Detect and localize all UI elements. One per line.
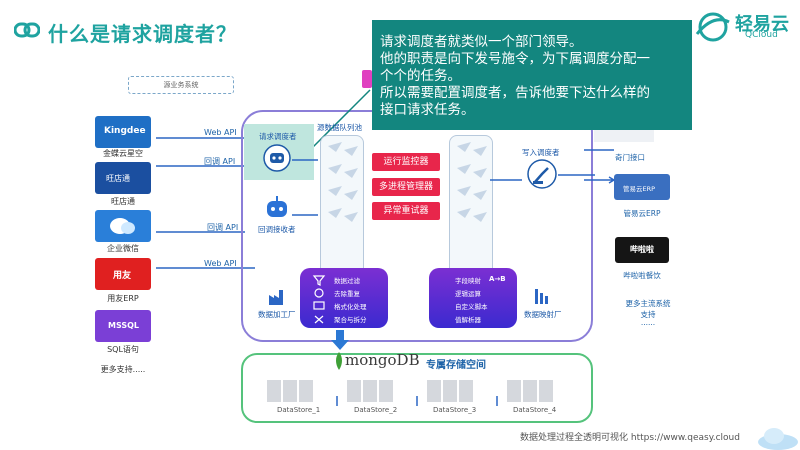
logo-sub: QCloud [745, 30, 778, 40]
source-label-mssql: SQL语句 [107, 345, 139, 354]
mssql-card [95, 310, 151, 342]
guanyi-card-text: 管易云ERP [623, 185, 656, 193]
source-label-kingdee: 金蝶云星空 [103, 149, 143, 158]
wecom-icon [110, 218, 135, 234]
queue-title: 源数据队列池 [317, 123, 362, 132]
mapping-item-1: 字段映射 [455, 277, 481, 285]
data-factory-label: 数据加工厂 [258, 310, 296, 319]
multiprocess-manager-button[interactable]: 多进程管理器 [372, 178, 440, 196]
data-factory-item-2: 去除重复 [334, 290, 360, 298]
datastore-icons [267, 380, 553, 406]
request-scheduler-label: 请求调度者 [259, 132, 297, 141]
callout-line-3: 个个的任务。 [380, 68, 461, 84]
callout-line-5: 接口请求任务。 [380, 102, 475, 118]
datastore-4: DataStore_4 [513, 406, 557, 414]
target-queue-pool [449, 135, 493, 280]
mapping-item-ab: A→B [489, 275, 506, 283]
mapping-factory-label: 数据映射厂 [524, 310, 562, 319]
datastore-3: DataStore_3 [433, 406, 477, 414]
mapping-item-3: 自定义脚本 [455, 303, 488, 311]
down-arrow-icon [331, 330, 349, 350]
footer-text: 数据处理过程全透明可视化 https://www.qeasy.cloud [520, 433, 740, 443]
mongodb-leaf-icon [336, 352, 342, 370]
more-support-left: 更多支持..... [100, 365, 146, 374]
guanyi-card [614, 174, 670, 200]
datastore-2: DataStore_2 [354, 406, 398, 414]
source-system-label: 源业务系统 [128, 76, 234, 94]
wangdiantong-card [95, 162, 151, 194]
bilala-card [615, 237, 669, 263]
more-support-right-2: 支持 [640, 310, 656, 319]
filter-icons [312, 275, 326, 324]
more-support-right-3: ...... [640, 318, 656, 327]
api-label-2: 回调 API [204, 157, 236, 166]
target-label-guanyi: 管易云ERP [623, 209, 661, 218]
queue-items-left [328, 142, 358, 222]
robot-icon [263, 144, 291, 172]
qcloud-logo-icon [695, 12, 730, 42]
receiver-robot-icon [267, 196, 287, 217]
mapping-factory-icon [535, 289, 548, 304]
storage-title: 专属存储空间 [426, 360, 486, 371]
run-monitor-button[interactable]: 运行监控器 [372, 153, 440, 171]
api-label-4: Web API [204, 259, 237, 268]
data-factory-item-3: 格式化处理 [334, 303, 367, 311]
callout-line-2: 他的职责是向下发号施令，为下属调度分配一 [380, 51, 650, 67]
mssql-card-text: MSSQL [108, 321, 140, 330]
retry-handler-button[interactable]: 异常重试器 [372, 202, 440, 220]
target-label-qimen: 奇门接口 [615, 153, 645, 162]
page-title: 什么是请求调度者？ [48, 22, 237, 46]
source-label-wecom: 企业微信 [107, 244, 139, 253]
yonyou-card [95, 258, 151, 290]
kingdee-card-text: Kingdee [104, 126, 146, 136]
factory-icon [269, 290, 283, 305]
callout-line-1: 请求调度者就类似一个部门领导。 [380, 34, 583, 50]
callout-line-4: 所以需要配置调度者，告诉他要下达什么样的 [380, 85, 650, 101]
more-support-right-1: 更多主流系统 [625, 299, 671, 308]
api-label-3: 回调 API [207, 223, 239, 232]
storage-box [241, 353, 593, 423]
data-factory-item-1: 数据过滤 [334, 277, 360, 285]
api-label-1: Web API [204, 128, 237, 137]
mapping-item-4: 值解析器 [455, 316, 481, 324]
robot-arm-icon [527, 159, 557, 189]
target-label-bilala: 哔啦啦餐饮 [623, 271, 661, 280]
write-scheduler-label: 写入调度者 [522, 148, 560, 157]
callback-receiver-label: 回调接收者 [258, 225, 296, 234]
mapping-item-2: 逻辑运算 [455, 290, 481, 298]
cloud-decoration-icon [758, 428, 798, 450]
bilala-card-text: 哔啦啦 [630, 245, 654, 254]
datastore-1: DataStore_1 [277, 406, 321, 414]
right-connectors [584, 149, 615, 184]
logo-name: 轻易云 [735, 14, 789, 35]
queue-items-right [457, 142, 487, 222]
kingdee-card [95, 116, 151, 148]
data-factory-item-4: 聚合与拆分 [334, 316, 367, 324]
source-label-yonyou: 用友ERP [107, 294, 139, 303]
scheduler-marker [362, 70, 372, 88]
callout-box: 请求调度者就类似一个部门领导。 他的职责是向下发号施令，为下属调度分配一 个个的… [372, 20, 692, 130]
mongodb-label: mongoDB [345, 351, 420, 369]
link-icon [14, 22, 40, 38]
flow-lines [292, 159, 595, 216]
data-factory-box [300, 268, 388, 328]
source-label-wangdiantong: 旺店通 [111, 197, 135, 206]
wangdiantong-card-text: 旺店通 [106, 174, 130, 183]
mapping-factory-box [429, 268, 517, 328]
qimen-card [594, 128, 654, 142]
source-queue-pool [320, 135, 364, 280]
yonyou-card-text: 用友 [113, 271, 132, 281]
